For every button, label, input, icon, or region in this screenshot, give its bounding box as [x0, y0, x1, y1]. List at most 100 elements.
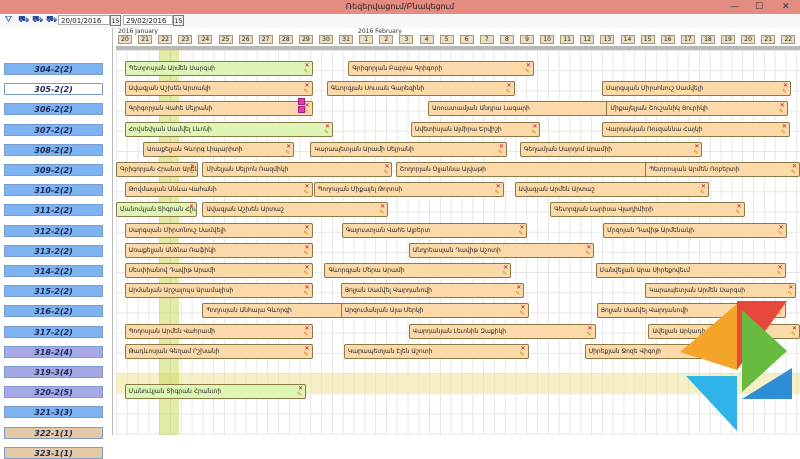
- car-icon[interactable]: ⛟: [32, 15, 44, 25]
- booking-bar[interactable]: Ավետիսյան Ալմիրա Երվիշի✕✎: [410, 121, 541, 137]
- car-icon[interactable]: ⛟: [18, 15, 30, 25]
- maximize-button[interactable]: ☐: [755, 2, 764, 12]
- booking-bar[interactable]: Կարապետյան Էլեն Աշոտի✕✎: [343, 343, 529, 359]
- close-icon[interactable]: ✕: [304, 223, 310, 231]
- edit-icon[interactable]: ✎: [303, 350, 309, 358]
- close-icon[interactable]: ✕: [532, 122, 538, 130]
- close-icon[interactable]: ✕: [304, 82, 310, 90]
- booking-bar[interactable]: Գեղամյան Սարդոմ Արամիի✕✎: [519, 141, 703, 157]
- day-header-cell[interactable]: 21: [138, 35, 153, 44]
- booking-bar[interactable]: Մրզոյան Դավիթ Արմենակի✕✎: [603, 222, 787, 238]
- booking-bar[interactable]: Գևորգյան Մերա Արամի✕✎: [324, 263, 512, 278]
- booking-bar[interactable]: Թովմասյան Անևա Վահանի✕✎: [124, 182, 313, 198]
- close-icon[interactable]: ✕: [777, 264, 783, 271]
- edit-icon[interactable]: ✎: [518, 229, 524, 237]
- close-icon[interactable]: ✕: [516, 284, 522, 292]
- booking-bar[interactable]: Արմանյան Արշալույս Արամայիսի✕✎: [124, 283, 313, 299]
- day-header-cell[interactable]: 4: [419, 35, 434, 44]
- room-label[interactable]: 314-2(2): [4, 265, 103, 277]
- close-icon[interactable]: ✕: [304, 102, 310, 110]
- close-icon[interactable]: ✕: [298, 385, 304, 393]
- close-icon[interactable]: ✕: [190, 163, 196, 170]
- edit-icon[interactable]: ✎: [303, 270, 309, 277]
- edit-icon[interactable]: ✎: [497, 148, 503, 156]
- booking-bar[interactable]: Միքայելյան Շուշանիկ Յուրիկի✕✎: [606, 101, 788, 117]
- edit-icon[interactable]: ✎: [790, 169, 796, 176]
- close-icon[interactable]: ✕: [520, 344, 526, 352]
- edit-icon[interactable]: ✎: [693, 148, 699, 156]
- edit-icon[interactable]: ✎: [776, 310, 782, 318]
- close-icon[interactable]: ✕: [304, 324, 310, 332]
- booking-bar[interactable]: Ավագյան Աշխեն Արտակի✕✎: [124, 81, 313, 97]
- booking-bar[interactable]: Պողոսյան Արմեն Վահրամի✕✎: [124, 323, 313, 339]
- edit-icon[interactable]: ✎: [297, 391, 303, 399]
- day-header-cell[interactable]: 21: [761, 35, 776, 44]
- edit-icon[interactable]: ✎: [585, 249, 591, 257]
- close-icon[interactable]: ✕: [587, 324, 593, 332]
- edit-icon[interactable]: ✎: [781, 88, 787, 96]
- day-header-cell[interactable]: 17: [680, 35, 695, 44]
- day-header-cell[interactable]: 13: [600, 35, 615, 44]
- booking-bar[interactable]: Սարգսյան Միրսոնուշ Սամվելի✕✎: [602, 81, 791, 97]
- close-icon[interactable]: ✕: [503, 264, 509, 271]
- close-icon[interactable]: ✕: [779, 102, 785, 110]
- filter-icon[interactable]: ⛛: [4, 15, 13, 25]
- booking-bar[interactable]: Սիրեքյան Ջոզե Վիգոյի✕✎: [584, 343, 777, 359]
- day-header-cell[interactable]: 11: [560, 35, 575, 44]
- day-header-cell[interactable]: 3: [399, 35, 414, 44]
- booking-bar[interactable]: Ավագյան Արմեն Արտաշ✕✎: [514, 182, 709, 198]
- edit-icon[interactable]: ✎: [303, 229, 309, 237]
- booking-bar[interactable]: Մանուկյան Տիգրան Հրանտի✕✎: [124, 384, 307, 400]
- close-icon[interactable]: ✕: [788, 284, 794, 292]
- close-icon[interactable]: ✕: [506, 82, 512, 90]
- booking-bar[interactable]: Ավելյան Արկադի Փայլակի✕✎: [648, 323, 800, 339]
- close-icon[interactable]: ✕: [304, 183, 310, 191]
- day-header-cell[interactable]: 23: [178, 35, 193, 44]
- edit-icon[interactable]: ✎: [187, 209, 193, 217]
- day-header-cell[interactable]: 5: [439, 35, 454, 44]
- edit-icon[interactable]: ✎: [303, 88, 309, 96]
- close-icon[interactable]: ✕: [304, 62, 310, 69]
- day-header-cell[interactable]: 27: [258, 35, 273, 44]
- day-header-cell[interactable]: 18: [700, 35, 715, 44]
- day-header-cell[interactable]: 6: [459, 35, 474, 44]
- close-icon[interactable]: ✕: [380, 203, 386, 211]
- status-marker[interactable]: [298, 106, 305, 113]
- booking-bar[interactable]: Գալուստյան Վահե Ալբերտ✕✎: [341, 222, 528, 238]
- booking-bar[interactable]: Վարդանյան Լեւոնին Զաքիկի✕✎: [408, 323, 596, 339]
- close-icon[interactable]: ✕: [586, 243, 592, 251]
- close-icon[interactable]: ✕: [286, 142, 292, 150]
- day-header-cell[interactable]: 30: [319, 35, 333, 44]
- booking-bar[interactable]: Մանուկյան Տիգրան Հրանտի✕✎: [116, 202, 197, 218]
- edit-icon[interactable]: ✎: [505, 88, 511, 96]
- close-icon[interactable]: ✕: [304, 344, 310, 352]
- booking-bar[interactable]: Յոլյան Սամվել Վարդանովի✕✎: [596, 303, 786, 319]
- close-icon[interactable]: ✕: [325, 122, 331, 130]
- edit-icon[interactable]: ✎: [519, 310, 525, 318]
- booking-bar[interactable]: Գրիգորյան Բաբրա Գրիգորի✕✎: [348, 61, 534, 76]
- day-header-cell[interactable]: 7: [479, 35, 494, 44]
- close-icon[interactable]: ✕: [791, 324, 797, 332]
- room-label[interactable]: 313-2(2): [4, 244, 103, 257]
- booking-bar[interactable]: Յոլյան Սամվել Վարդանովի✕✎: [340, 283, 525, 299]
- booking-bar[interactable]: Սարգսյան Միրսոնուշ Սամվելի✕✎: [124, 222, 313, 238]
- edit-icon[interactable]: ✎: [780, 128, 786, 136]
- booking-bar[interactable]: Պետրոսյան Արմեն Ռոբերտի✕✎: [645, 162, 800, 177]
- edit-icon[interactable]: ✎: [790, 330, 796, 338]
- day-header-cell[interactable]: 19: [721, 35, 735, 44]
- room-label[interactable]: 319-3(4): [4, 366, 103, 378]
- edit-icon[interactable]: ✎: [519, 350, 525, 358]
- day-header-cell[interactable]: 25: [218, 35, 233, 44]
- edit-icon[interactable]: ✎: [189, 169, 195, 176]
- edit-icon[interactable]: ✎: [379, 209, 385, 217]
- room-label[interactable]: 310-2(2): [4, 184, 103, 197]
- edit-icon[interactable]: ✎: [494, 189, 500, 197]
- edit-icon[interactable]: ✎: [502, 270, 508, 277]
- close-icon[interactable]: ✕: [736, 203, 742, 211]
- booking-bar[interactable]: Շողորյան Օլյաննա Ալվաթի✕✎: [395, 162, 662, 177]
- day-header-cell[interactable]: 1: [359, 35, 374, 44]
- edit-icon[interactable]: ✎: [531, 128, 537, 136]
- room-label[interactable]: 322-1(1): [4, 426, 103, 439]
- date-from-input[interactable]: 20/01/2016: [58, 15, 110, 25]
- close-icon[interactable]: ✕: [498, 142, 504, 150]
